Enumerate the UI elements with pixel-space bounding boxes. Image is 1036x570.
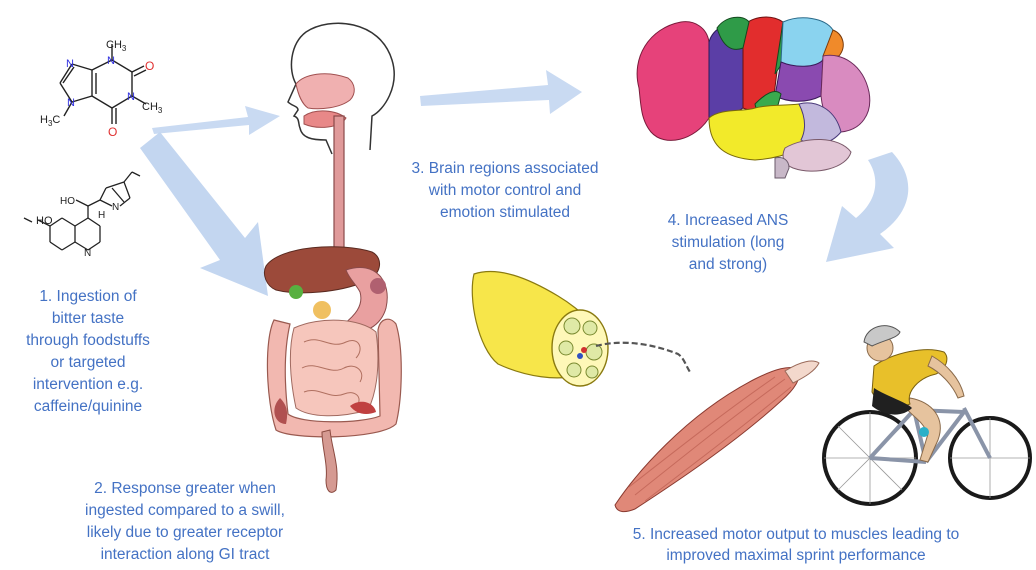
cyclist-illustration — [814, 312, 1034, 502]
brain-illustration — [625, 8, 895, 178]
gallbladder — [289, 285, 303, 299]
caffeine-o2: O — [108, 125, 117, 139]
caption-step-3: 3. Brain regions associated with motor c… — [380, 158, 630, 224]
caption-step-3-line: emotion stimulated — [380, 202, 630, 224]
quinine-n2: N — [84, 248, 91, 259]
quinine-o: HO — [36, 215, 53, 227]
caffeine-n2: N — [127, 91, 135, 103]
caption-step-5: 5. Increased motor output to muscles lea… — [586, 524, 1006, 566]
bike-fork — [964, 408, 990, 458]
caption-step-1-line: 1. Ingestion of — [0, 286, 176, 308]
caption-step-5-line: improved maximal sprint performance — [586, 545, 1006, 566]
water-bottle-icon — [919, 427, 929, 437]
caffeine-ch3-top: CH3 — [106, 39, 127, 53]
caffeine-ch3-right: CH3 — [142, 101, 163, 115]
caffeine-molecule: CH3 CH3 H3C O O N N N N — [30, 30, 190, 160]
quinine-molecule: HO HO H N N — [20, 160, 150, 270]
nerve-fascicle — [583, 321, 597, 335]
quinine-n1: N — [112, 202, 119, 213]
caption-step-2-line: interaction along GI tract — [60, 544, 310, 566]
caption-step-2-line: likely due to greater receptor — [60, 522, 310, 544]
brainstem — [775, 157, 789, 178]
nerve-fascicle — [567, 363, 581, 377]
quinine-h: H — [98, 210, 105, 221]
caffeine-o1: O — [145, 59, 154, 73]
pancreas — [313, 301, 331, 319]
spleen — [370, 278, 386, 294]
esophagus — [334, 116, 344, 266]
brain-region-violet — [775, 60, 823, 101]
caption-step-1-line: through foodstuffs — [0, 330, 176, 352]
caption-step-1-line: intervention e.g. — [0, 374, 176, 396]
caffeine-n3: N — [66, 58, 74, 70]
small-intestine — [290, 320, 378, 416]
caption-step-3-line: 3. Brain regions associated — [380, 158, 630, 180]
caffeine-h3c: H3C — [40, 114, 60, 128]
caption-step-4-line: 4. Increased ANS — [648, 210, 808, 232]
caption-step-2-line: ingested compared to a swill, — [60, 500, 310, 522]
caption-step-2-line: 2. Response greater when — [60, 478, 310, 500]
caption-step-5-line: 5. Increased motor output to muscles lea… — [586, 524, 1006, 545]
nerve-fascicle — [564, 318, 580, 334]
rectum — [322, 430, 337, 492]
caption-step-4-line: and strong) — [648, 254, 808, 276]
caption-step-1-line: or targeted — [0, 352, 176, 374]
caption-step-1: 1. Ingestion of bitter taste through foo… — [0, 286, 176, 418]
digestive-tract-illustration — [260, 20, 410, 500]
quinine-ho: HO — [60, 196, 75, 207]
cerebellum — [783, 139, 851, 171]
caption-step-3-line: with motor control and — [380, 180, 630, 202]
nerve-fascicle — [559, 341, 573, 355]
blood-vessel-red — [581, 347, 587, 353]
caption-step-4-line: stimulation (long — [648, 232, 808, 254]
nasal-cavity — [296, 74, 354, 109]
caffeine-n1: N — [107, 55, 115, 67]
brain-region-prefrontal — [637, 22, 709, 141]
nerve-fascicle — [586, 344, 602, 360]
caption-step-2: 2. Response greater when ingested compar… — [60, 478, 310, 566]
caffeine-n4: N — [67, 97, 75, 109]
muscle-illustration — [605, 355, 825, 515]
arrow-head-to-brain — [420, 70, 582, 114]
caption-step-1-line: bitter taste — [0, 308, 176, 330]
caption-step-1-line: caffeine/quinine — [0, 396, 176, 418]
caption-step-4: 4. Increased ANS stimulation (long and s… — [648, 210, 808, 276]
blood-vessel-blue — [577, 353, 583, 359]
nerve-fascicle — [586, 366, 598, 378]
